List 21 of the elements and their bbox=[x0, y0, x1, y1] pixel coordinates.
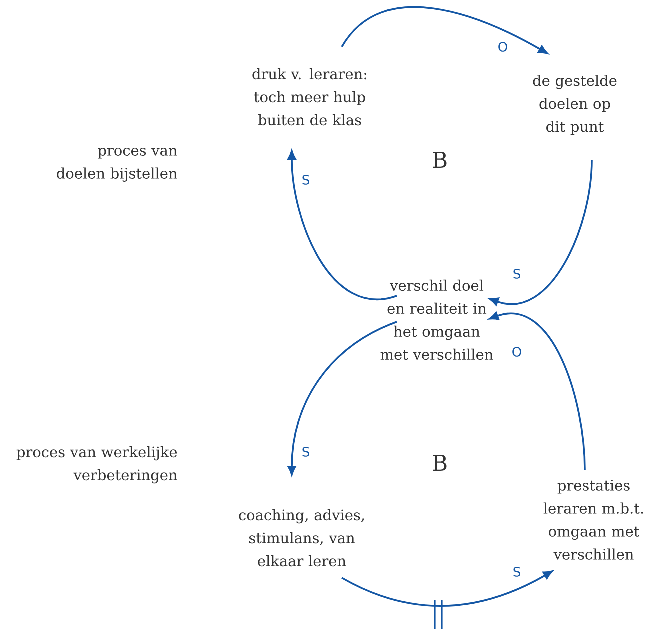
edge-label: S bbox=[302, 447, 310, 457]
process-label: proces van doelen bijstellen bbox=[57, 148, 178, 182]
edge-label: S bbox=[514, 567, 520, 577]
variable-text: de gestelde doelen op dit punt bbox=[533, 74, 617, 135]
arrow bbox=[489, 160, 593, 306]
variable-text: coaching, advies, stimulans, van elkaar leren bbox=[239, 509, 364, 567]
edge-label: O bbox=[512, 347, 522, 357]
arrow bbox=[288, 150, 398, 300]
arrow bbox=[341, 6, 548, 54]
loop-label: B bbox=[433, 152, 447, 168]
variable-text: prestaties leraren m.b.t. omgaan met verschillen bbox=[544, 480, 644, 560]
arrow bbox=[288, 321, 398, 476]
edge-label: O bbox=[498, 42, 508, 52]
arrow bbox=[342, 570, 553, 607]
loop-label: B bbox=[433, 454, 447, 472]
process-label: proces van werkelijke verbeteringen bbox=[16, 446, 178, 484]
edge-label: S bbox=[302, 175, 310, 185]
edge-label: S bbox=[514, 269, 520, 279]
variable-text: druk v. leraren: toch meer hulp buiten de klas bbox=[252, 68, 367, 126]
arrow bbox=[489, 312, 586, 470]
variable-text: verschil doel en realiteit in het omgaan met verschillen bbox=[380, 280, 494, 360]
